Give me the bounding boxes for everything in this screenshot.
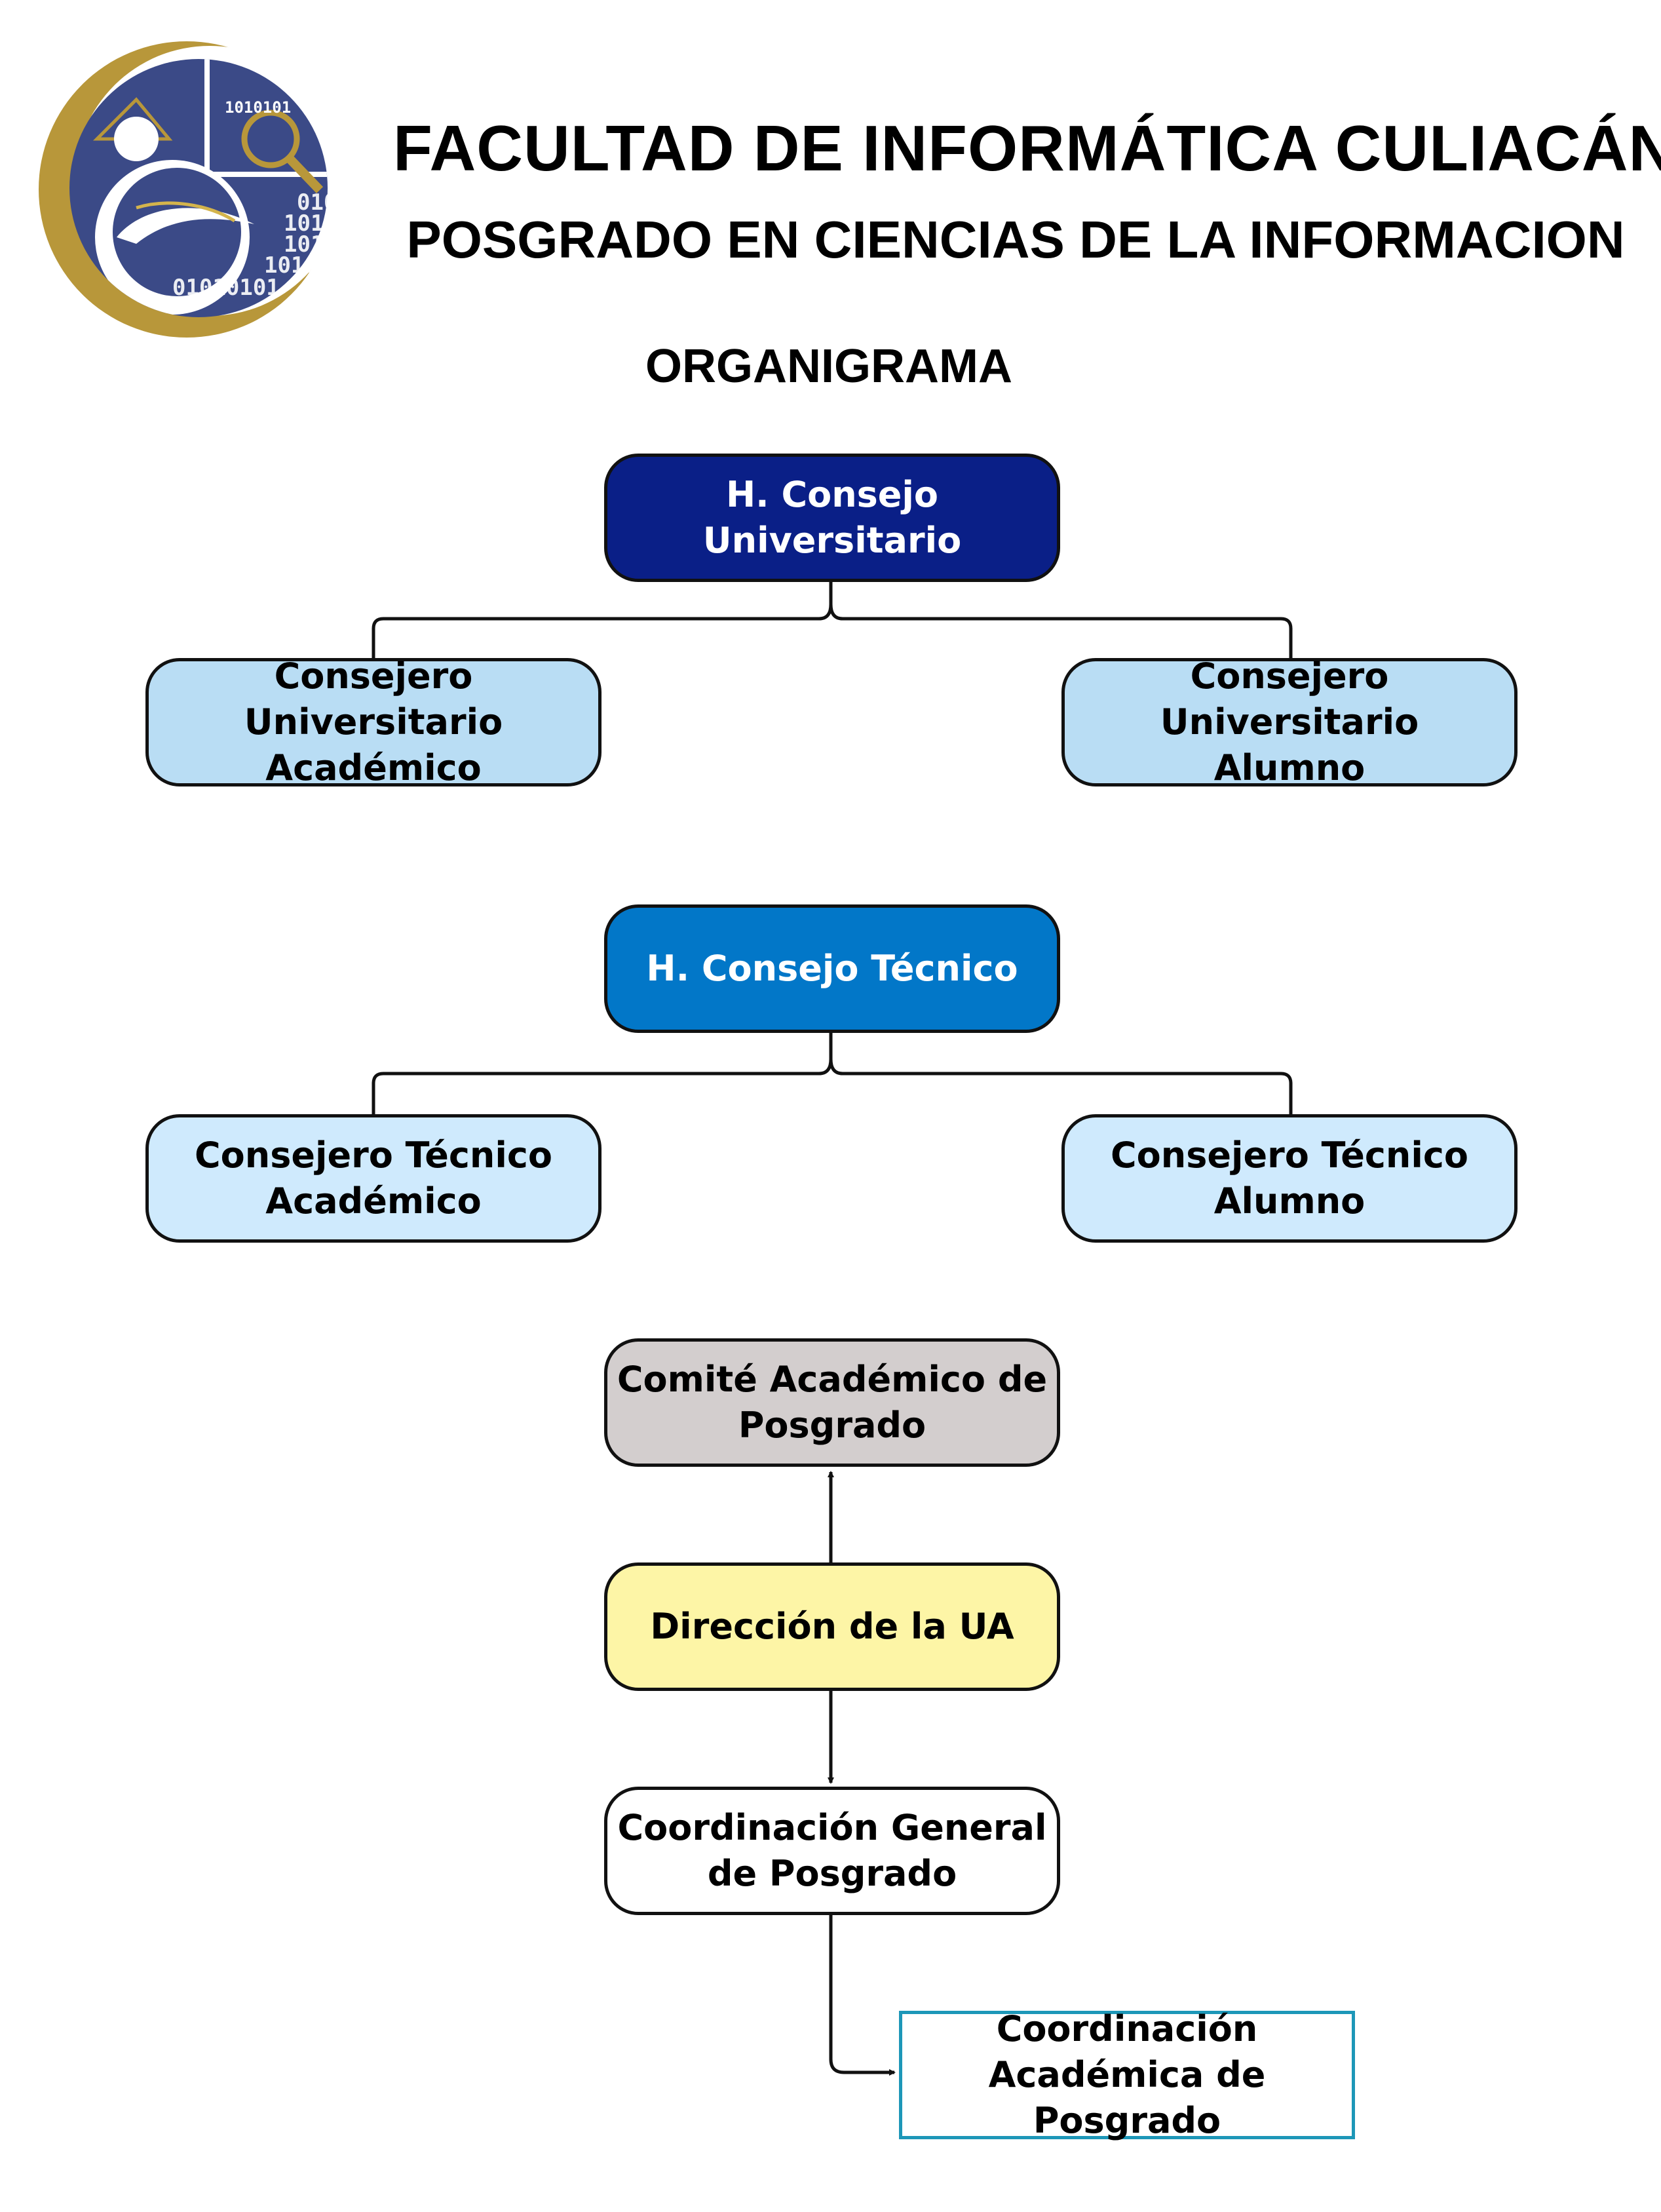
node-label: Dirección de la UA	[650, 1606, 1014, 1647]
logo-binary-row: 1010	[264, 252, 318, 279]
section-title: ORGANIGRAMA	[645, 340, 1012, 393]
node-label: Consejero Universitario	[244, 655, 503, 743]
connector-consejo-tecnico-branches	[372, 1033, 1293, 1114]
logo-binary-row: 101	[284, 231, 324, 258]
node-consejero-universitario-academico: Consejero Universitario Académico	[145, 655, 601, 788]
logo-binary-row: 01010101	[172, 275, 280, 301]
node-label: Coordinación	[996, 2008, 1258, 2049]
page-title: FACULTAD DE INFORMÁTICA CULIACÁN	[393, 112, 1661, 184]
node-label: H. Consejo	[725, 474, 939, 515]
node-label: Consejero Técnico	[1111, 1135, 1468, 1176]
node-consejo-universitario: H. Consejo Universitario	[604, 454, 1060, 582]
node-label: Alumno	[1213, 747, 1365, 788]
page-subtitle: POSGRADO EN CIENCIAS DE LA INFORMACION	[406, 210, 1625, 269]
arrow-coord-general-to-coord-academica	[829, 1914, 896, 2076]
faculty-logo: 1010101 010 1010 101 1010 01010101	[39, 41, 343, 338]
node-coordinacion-general: Coordinación General de Posgrado	[604, 1787, 1060, 1915]
node-label: Académica de Posgrado	[988, 2054, 1266, 2141]
node-direccion-ua: Dirección de la UA	[604, 1562, 1060, 1691]
node-coordinacion-academica: Coordinación Académica de Posgrado	[899, 2008, 1355, 2141]
node-label: de Posgrado	[707, 1853, 957, 1894]
node-label: Consejero Técnico	[195, 1135, 552, 1176]
logo-binary-top: 1010101	[225, 98, 291, 117]
connector-consejo-universitario-branches	[372, 581, 1293, 658]
node-consejero-universitario-alumno: Consejero Universitario Alumno	[1061, 655, 1518, 788]
node-label: Consejero Universitario	[1160, 655, 1419, 743]
node-label: H. Consejo Técnico	[646, 948, 1018, 989]
node-consejero-tecnico-academico: Consejero Técnico Académico	[145, 1114, 601, 1243]
node-label: Posgrado	[738, 1405, 926, 1446]
logo-binary-row: 1010	[284, 210, 337, 237]
node-label: Alumno	[1213, 1180, 1365, 1222]
node-label: Académico	[265, 747, 482, 788]
node-label: Académico	[265, 1180, 482, 1222]
node-consejero-tecnico-alumno: Consejero Técnico Alumno	[1061, 1114, 1518, 1243]
logo-binary-row: 010	[297, 189, 337, 216]
node-label: Universitario	[702, 520, 962, 561]
node-label: Coordinación General	[617, 1807, 1047, 1848]
node-comite-academico: Comité Académico de Posgrado	[604, 1338, 1060, 1467]
node-consejo-tecnico: H. Consejo Técnico	[604, 904, 1060, 1033]
node-label: Comité Académico de	[617, 1359, 1048, 1400]
